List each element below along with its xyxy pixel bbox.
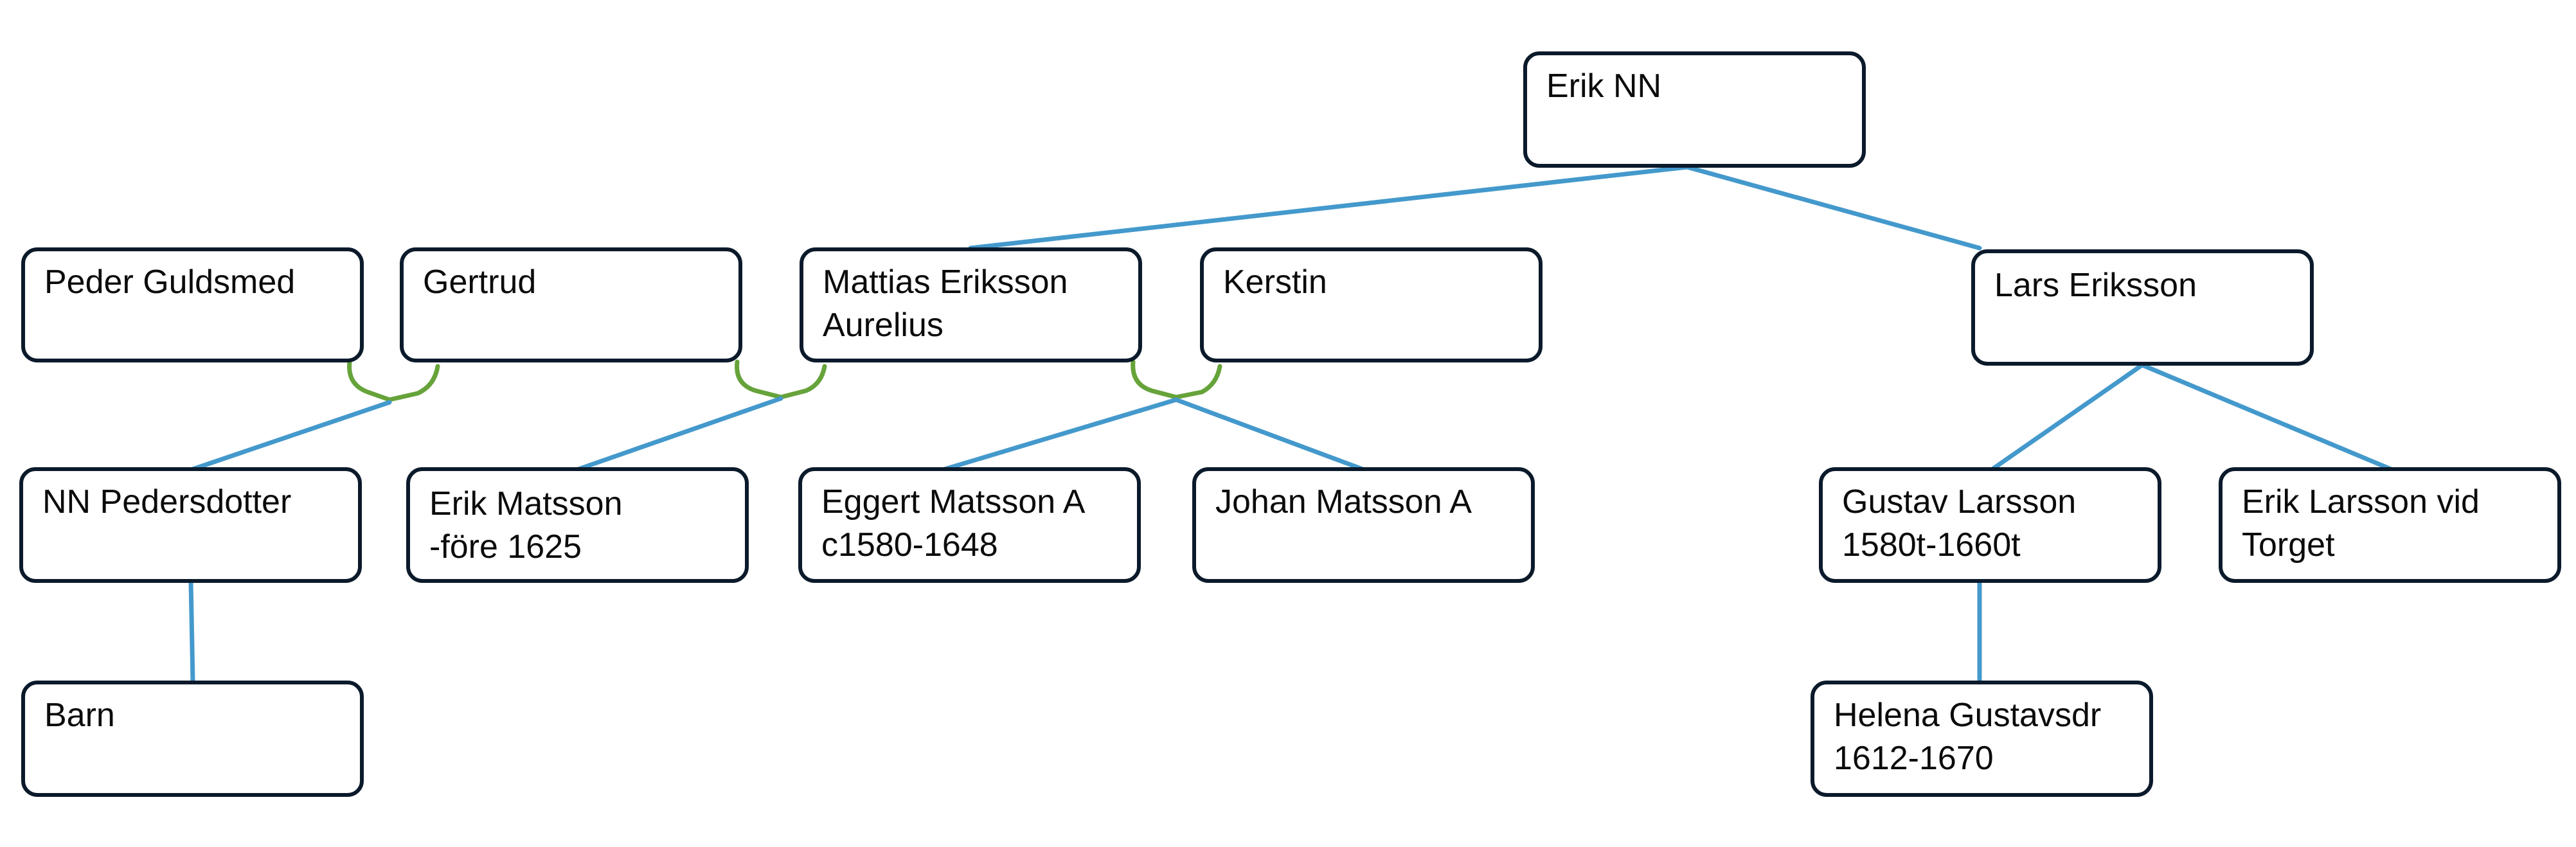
person-helena-gustavsdr: Helena Gustavsdr 1612-1670 xyxy=(1811,681,2153,797)
person-erik-larsson-vid-torget: Erik Larsson vid Torget xyxy=(2219,467,2561,583)
person-peder-guldsmed: Peder Guldsmed xyxy=(21,247,364,362)
person-name: Gustav Larsson xyxy=(1842,483,2076,521)
person-name: Erik Matsson xyxy=(429,485,623,522)
person-name: Kerstin xyxy=(1223,263,1327,301)
edge-lars-to-erik-larsson xyxy=(2140,362,2393,472)
person-dates: c1580-1648 xyxy=(821,526,998,564)
edge-gertrud-mattias-to-erik-matsson xyxy=(576,396,783,472)
marriage-mattias-kerstin xyxy=(1131,359,1222,400)
edge-mattias-kerstin-to-eggert xyxy=(942,397,1179,472)
edge-peder-gertrud-to-nn-pedersdotter xyxy=(190,400,392,472)
person-mattias-eriksson: Mattias Eriksson Aurelius xyxy=(800,247,1142,362)
person-name: Erik Larsson vid xyxy=(2242,483,2480,521)
person-lars-eriksson: Lars Eriksson xyxy=(1971,249,2314,366)
person-dates: 1612-1670 xyxy=(1834,740,1994,777)
person-name: Johan Matsson A xyxy=(1215,483,1472,521)
person-johan-matsson: Johan Matsson A xyxy=(1192,467,1535,583)
person-name-line2: Aurelius xyxy=(823,307,944,344)
edge-erik-nn-to-mattias xyxy=(968,165,1690,251)
person-name: Eggert Matsson A xyxy=(821,483,1086,521)
edges xyxy=(188,165,2393,684)
person-name: Lars Eriksson xyxy=(1994,267,2197,304)
person-name: Gertrud xyxy=(423,263,536,301)
marriage-peder-gertrud xyxy=(347,359,440,402)
person-eggert-matsson: Eggert Matsson A c1580-1648 xyxy=(798,467,1141,583)
person-erik-nn: Erik NN xyxy=(1523,51,1866,168)
person-dates: 1580t-1660t xyxy=(1842,526,2021,564)
edge-nn-pedersdotter-to-barn xyxy=(188,580,195,684)
person-dates: -före 1625 xyxy=(429,528,582,566)
person-name: Erik NN xyxy=(1546,67,1661,105)
edge-erik-nn-to-lars xyxy=(1685,165,1982,251)
person-name-line2: Torget xyxy=(2242,526,2335,564)
person-gustav-larsson: Gustav Larsson 1580t-1660t xyxy=(1819,467,2161,583)
person-name: NN Pedersdotter xyxy=(42,483,291,521)
person-name: Barn xyxy=(44,697,115,734)
person-nn-pedersdotter: NN Pedersdotter xyxy=(19,467,362,583)
person-gertrud: Gertrud xyxy=(400,247,742,362)
person-name: Peder Guldsmed xyxy=(44,263,295,301)
person-erik-matsson: Erik Matsson -före 1625 xyxy=(406,467,749,583)
person-barn: Barn xyxy=(21,681,364,797)
person-name: Mattias Eriksson xyxy=(823,263,1068,301)
marriage-gertrud-mattias xyxy=(735,359,827,400)
edge-mattias-kerstin-to-johan xyxy=(1174,397,1365,472)
edge-lars-to-gustav xyxy=(1990,362,2145,472)
person-kerstin: Kerstin xyxy=(1200,247,1543,362)
person-name: Helena Gustavsdr xyxy=(1834,697,2101,734)
